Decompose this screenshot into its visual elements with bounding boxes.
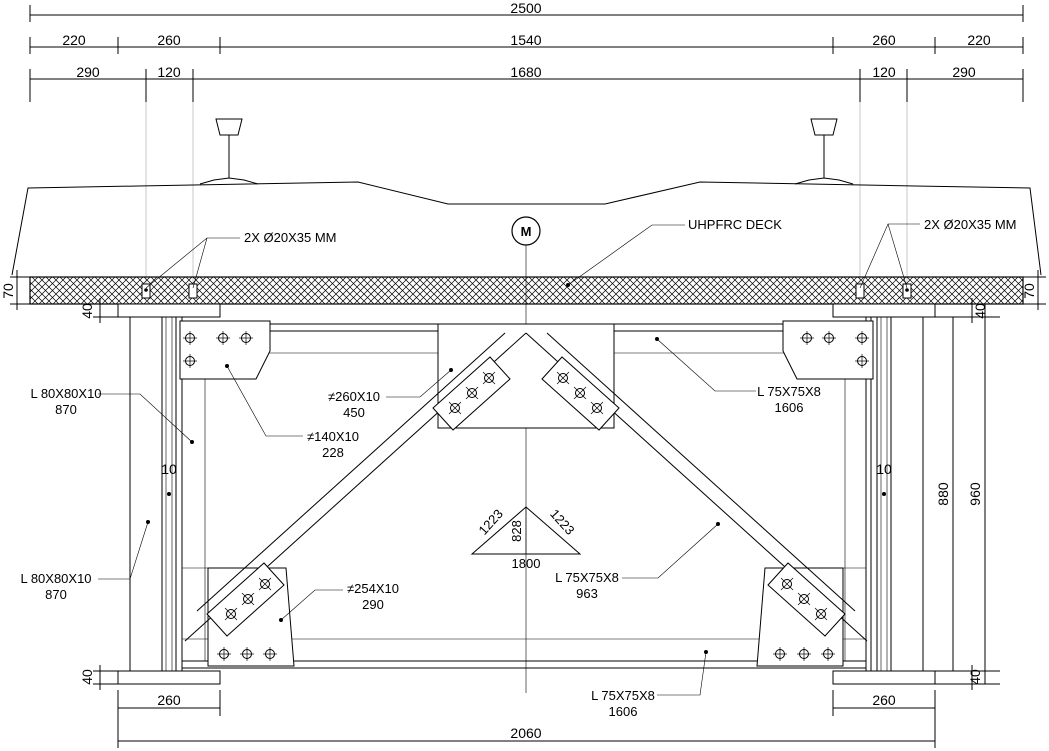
label-bottom-chord-len: 1606 [609, 704, 638, 719]
tri-base-label: 1800 [512, 556, 541, 571]
dim-bearing-top-left: 40 [79, 303, 95, 319]
diagonal-left [184, 332, 527, 642]
right-upright [865, 316, 924, 672]
vertical-dims [93, 298, 1000, 690]
dim-row3-c: 1680 [510, 64, 541, 80]
bearing-plates [117, 303, 936, 685]
label-upright-lower-name: L 80X80X10 [20, 571, 91, 586]
dim-row3-b: 120 [157, 64, 181, 80]
dim-web-left: 10 [161, 461, 177, 477]
dim-deck-left: 70 [0, 283, 16, 299]
label-upright-lower-len: 870 [45, 587, 67, 602]
dim-height-outer: 960 [967, 482, 983, 506]
dim-bottom-total: 2060 [510, 725, 541, 741]
label-upright-upper-len: 870 [55, 402, 77, 417]
label-bottom-chord-name: L 75X75X8 [591, 688, 655, 703]
tri-height-label: 828 [509, 520, 524, 542]
tri-right-label: 1223 [547, 506, 577, 538]
label-upright-upper-name: L 80X80X10 [30, 386, 101, 401]
label-diagonal-len: 963 [576, 586, 598, 601]
label-diagonal-name: L 75X75X8 [555, 570, 619, 585]
gusset-top-left [179, 320, 271, 380]
left-rail-icon [199, 118, 259, 185]
dim-bearing-top-right: 40 [972, 303, 988, 319]
label-top-plate-len: 450 [343, 405, 365, 420]
bottom-chord [182, 638, 866, 669]
top-dimension-chains [29, 5, 1024, 290]
dim-bearing-width-right: 260 [872, 692, 896, 708]
ballast-profile-outline [11, 181, 1042, 276]
label-deck: UHPFRC DECK [688, 217, 782, 232]
label-bottom-plate-name: ≠254X10 [347, 581, 399, 596]
right-rail-icon [794, 118, 854, 185]
dim-deck-right: 70 [1021, 283, 1037, 299]
label-top-chord-len: 1606 [775, 400, 804, 415]
label-studs-left: 2X Ø20X35 MM [244, 230, 337, 245]
dim-row2-b: 260 [157, 32, 181, 48]
label-gusset-top-name: ≠140X10 [307, 429, 359, 444]
dim-height-inner: 880 [935, 482, 951, 506]
dim-bearing-bottom-right: 40 [967, 669, 983, 685]
label-top-plate-name: ≠260X10 [328, 389, 380, 404]
gusset-top-right [782, 320, 874, 380]
dim-row2-d: 260 [872, 32, 896, 48]
center-marker-circle [511, 216, 541, 246]
left-upright [129, 316, 183, 672]
dim-bearing-width-left: 260 [157, 692, 181, 708]
label-gusset-top-len: 228 [322, 445, 344, 460]
dim-row3-e: 290 [952, 64, 976, 80]
label-bottom-plate-len: 290 [362, 597, 384, 612]
dim-top-total: 2500 [510, 0, 541, 16]
bottom-dimension-chains [117, 690, 936, 748]
label-top-chord-name: L 75X75X8 [757, 384, 821, 399]
leader-lines [98, 223, 920, 696]
dim-row2-a: 220 [62, 32, 86, 48]
dim-web-right: 10 [876, 461, 892, 477]
dim-row2-e: 220 [967, 32, 991, 48]
diagonal-right [525, 332, 868, 642]
uhpfrc-deck [29, 276, 1024, 305]
dim-bearing-bottom-left: 40 [79, 669, 95, 685]
tri-left-label: 1223 [475, 506, 505, 538]
dim-row2-c: 1540 [510, 32, 541, 48]
center-marker-label: M [521, 224, 532, 239]
deck-thickness-dims [10, 270, 1046, 310]
dim-row3-d: 120 [872, 64, 896, 80]
label-studs-right: 2X Ø20X35 MM [924, 217, 1017, 232]
dim-row3-a: 290 [76, 64, 100, 80]
